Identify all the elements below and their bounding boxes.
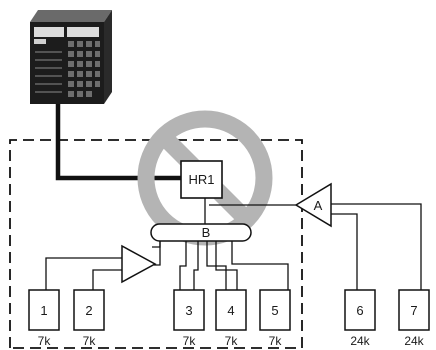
unit-capacity-6: 24k bbox=[350, 334, 370, 348]
unit-number-3: 3 bbox=[185, 303, 192, 318]
unit-box-5 bbox=[259, 289, 291, 331]
unit-box-7 bbox=[398, 289, 430, 331]
branch-b-pill bbox=[150, 223, 252, 242]
unit-box-3 bbox=[173, 289, 205, 331]
unit-capacity-7: 24k bbox=[404, 334, 424, 348]
unit-capacity-4: 7k bbox=[225, 334, 239, 348]
unit-box-6 bbox=[344, 289, 376, 331]
reducer-triangle bbox=[121, 244, 157, 284]
unit-box-4 bbox=[215, 289, 247, 331]
unit-capacity-2: 7k bbox=[83, 334, 97, 348]
branch-piping bbox=[45, 198, 422, 290]
indoor-zone-boundary bbox=[9, 139, 303, 349]
hr1-box bbox=[180, 160, 223, 199]
unit-number-2: 2 bbox=[85, 303, 92, 318]
unit-capacity-5: 7k bbox=[269, 334, 283, 348]
unit-box-2 bbox=[73, 289, 105, 331]
unit-capacity-3: 7k bbox=[183, 334, 197, 348]
branch-a-label: A bbox=[314, 198, 323, 213]
unit-number-6: 6 bbox=[356, 303, 363, 318]
unit-number-5: 5 bbox=[271, 303, 278, 318]
unit-number-4: 4 bbox=[227, 303, 234, 318]
unit-number-1: 1 bbox=[40, 303, 47, 318]
unit-number-7: 7 bbox=[410, 303, 417, 318]
indoor-units: 1 7k 2 7k 3 7k 4 7k 5 7k 6 24k 7 24k bbox=[28, 289, 430, 348]
unit-capacity-1: 7k bbox=[38, 334, 52, 348]
unit-box-1 bbox=[28, 289, 60, 331]
hr1-label: HR1 bbox=[188, 172, 214, 187]
branch-b-label: B bbox=[202, 225, 211, 240]
outdoor-unit-icon bbox=[30, 10, 112, 104]
branch-a-triangle bbox=[294, 182, 332, 228]
